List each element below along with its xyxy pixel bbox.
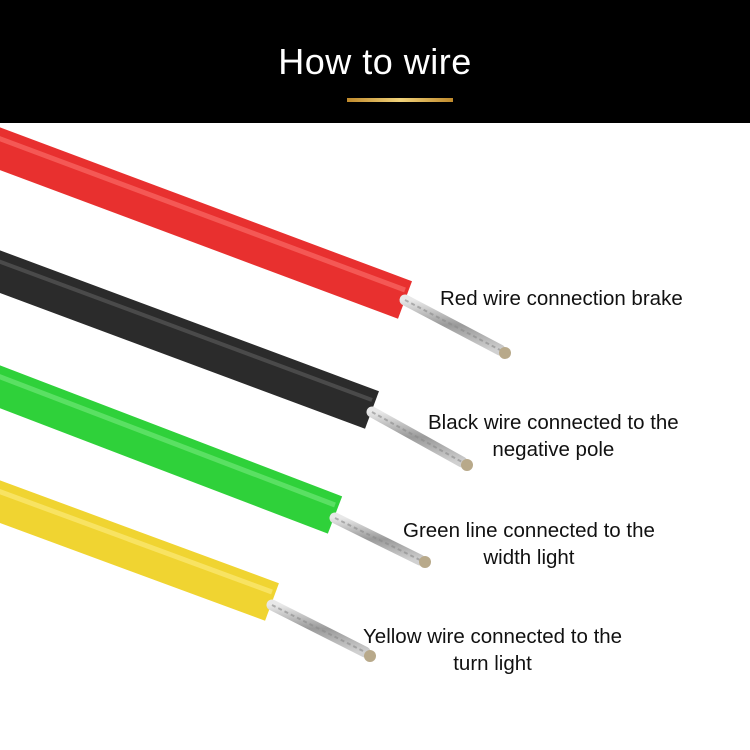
title-underline [347,98,453,102]
header-banner: How to wire [0,0,750,123]
page-title: How to wire [278,41,472,82]
green-wire-label: Green line connected to the width light [403,519,655,569]
red-wire [0,127,511,359]
black-wire-label: Black wire connected to the negative pol… [428,411,679,461]
yellow-wire [0,480,376,662]
red-wire-label: Red wire connection brake [440,287,683,310]
yellow-wire-label: Yellow wire connected to the turn light [363,625,623,675]
black-wire [0,250,473,471]
green-wire [0,365,431,568]
wires-illustration [0,127,511,662]
